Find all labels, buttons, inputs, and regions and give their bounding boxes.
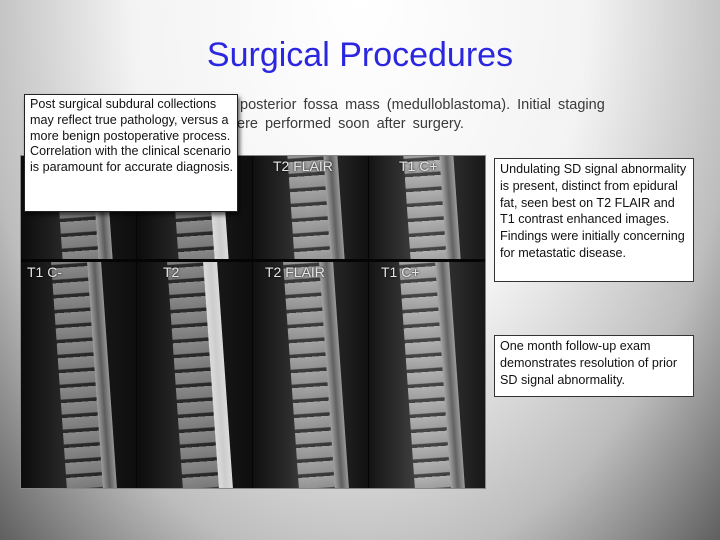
followup-box: One month follow-up exam demonstrates re… xyxy=(494,335,694,397)
mri-top-t2-flair: T2 FLAIR xyxy=(253,156,368,259)
mri-bottom-label-4: T1 C+ xyxy=(381,264,420,280)
mri-row-followup: T1 C- T2 T2 FLAIR T1 C+ xyxy=(21,262,485,488)
mri-top-label-4: T1 C+ xyxy=(399,158,438,174)
mri-top-t1-postcontrast: T1 C+ xyxy=(369,156,485,259)
findings-box: Undulating SD signal abnormality is pres… xyxy=(494,158,694,282)
mri-bottom-label-2: T2 xyxy=(163,264,180,280)
mri-bottom-label-1: T1 C- xyxy=(27,264,62,280)
mri-bottom-t2-flair: T2 FLAIR xyxy=(253,262,368,488)
mri-bottom-t2: T2 xyxy=(137,262,252,488)
mri-top-label-3: T2 FLAIR xyxy=(273,158,333,174)
intro-text: posterior fossa mass (medulloblastoma). … xyxy=(30,96,670,134)
mri-bottom-label-3: T2 FLAIR xyxy=(265,264,325,280)
intro-line-2: ere performed soon after surgery. xyxy=(237,116,464,132)
mri-bottom-t1-precontrast: T1 C- xyxy=(21,262,136,488)
intro-line-1: posterior fossa mass (medulloblastoma). … xyxy=(240,97,605,113)
callout-box: Post surgical subdural collections may r… xyxy=(24,94,238,212)
mri-bottom-t1-postcontrast: T1 C+ xyxy=(369,262,485,488)
slide-title: Surgical Procedures xyxy=(206,36,514,74)
